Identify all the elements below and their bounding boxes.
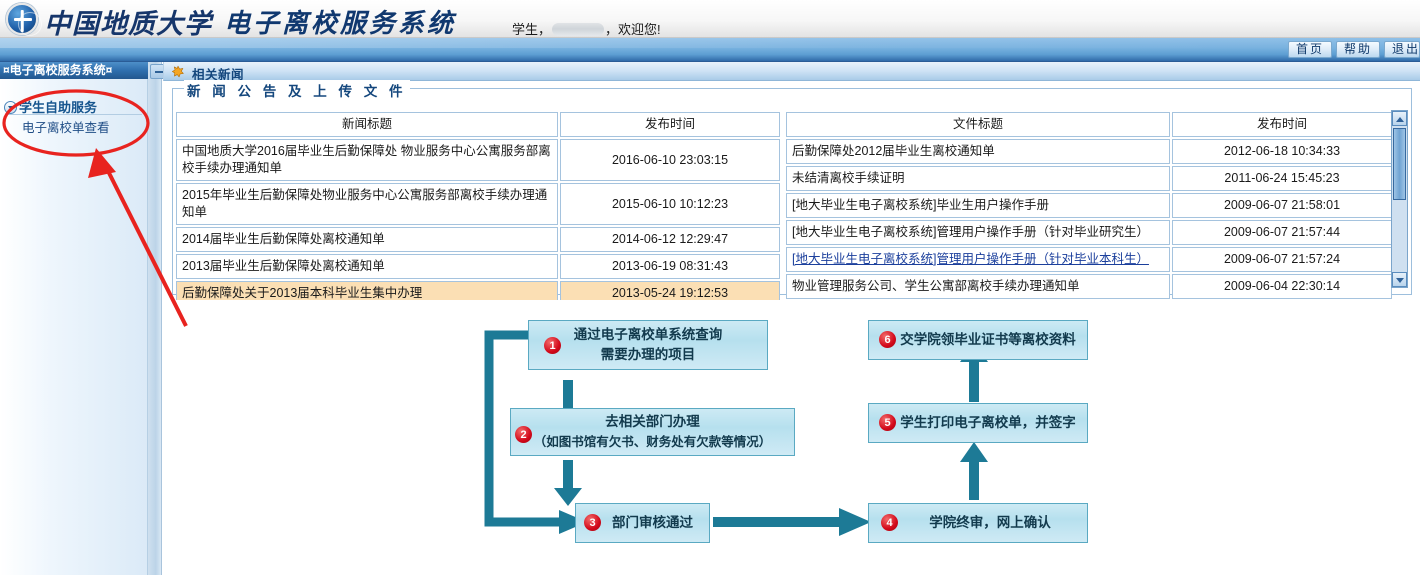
row-title-cell[interactable]: 2014届毕业生后勤保障处离校通知单 xyxy=(176,227,558,252)
app-banner: 中国地质大学 电子离校服务系统 学生， ，欢迎您! xyxy=(0,0,1420,39)
nav-button-group: 首页 帮助 退出 xyxy=(1287,41,1420,58)
table-row[interactable]: [地大毕业生电子离校系统]管理用户操作手册（针对毕业研究生）2009-06-07… xyxy=(786,220,1392,245)
row-title-cell[interactable]: 后勤保障处2012届毕业生离校通知单 xyxy=(786,139,1170,164)
files-scrollbar[interactable] xyxy=(1391,110,1408,288)
row-time-cell: 2016-06-10 23:03:15 xyxy=(560,139,780,181)
chevron-down-circle-icon xyxy=(4,101,17,114)
row-time-cell: 2013-06-19 08:31:43 xyxy=(560,254,780,279)
sidebar-title: ¤电子离校服务系统¤ xyxy=(0,62,148,79)
row-time-cell: 2012-06-18 10:34:33 xyxy=(1172,139,1392,164)
scroll-up-arrow-icon[interactable] xyxy=(1392,111,1407,126)
row-time-cell: 2009-06-07 21:57:44 xyxy=(1172,220,1392,245)
user-greeting: 学生， ，欢迎您! xyxy=(512,19,661,38)
sidebar-group-label: 学生自助服务 xyxy=(19,100,98,115)
fieldset-legend: 新 闻 公 告 及 上 传 文 件 xyxy=(184,80,410,100)
row-time-cell: 2009-06-07 21:57:24 xyxy=(1172,247,1392,272)
flow-step-1: 通过电子离校单系统查询 需要办理的项目 xyxy=(528,320,768,370)
row-title-cell[interactable]: 2013届毕业生后勤保障处离校通知单 xyxy=(176,254,558,279)
flow-step-6-badge: 6 xyxy=(879,331,896,348)
flow-step-5: 学生打印电子离校单，并签字 xyxy=(868,403,1088,443)
row-time-cell: 2014-06-12 12:29:47 xyxy=(560,227,780,252)
column-header-file-title: 文件标题 xyxy=(786,112,1170,137)
row-time-cell: 2011-06-24 15:45:23 xyxy=(1172,166,1392,191)
flow-step-2-badge: 2 xyxy=(515,426,532,443)
flow-step-4: 学院终审，网上确认 xyxy=(868,503,1088,543)
flow-step-6-label: 交学院领毕业证书等离校资料 xyxy=(900,332,1076,347)
panel-title: 相关新闻 xyxy=(192,68,245,82)
system-name: 电子离校服务系统 xyxy=(224,9,457,38)
help-button[interactable]: 帮助 xyxy=(1335,41,1380,58)
sidebar-item-leave-form[interactable]: 电子离校单查看 xyxy=(22,121,110,135)
row-title-cell[interactable]: 2015年毕业生后勤保障处物业服务中心公寓服务部离校手续办理通知单 xyxy=(176,183,558,225)
row-time-cell: 2009-06-04 22:30:14 xyxy=(1172,274,1392,299)
flow-step-5-badge: 5 xyxy=(879,414,896,431)
flow-step-5-label: 学生打印电子离校单，并签字 xyxy=(900,415,1076,430)
crest-ring xyxy=(18,12,42,36)
flow-step-1-badge: 1 xyxy=(544,337,561,354)
flow-step-6: 交学院领毕业证书等离校资料 xyxy=(868,320,1088,360)
row-title-cell[interactable]: 未结清离校手续证明 xyxy=(786,166,1170,191)
news-announcement-table: 新闻标题 发布时间 中国地质大学2016届毕业生后勤保障处 物业服务中心公寓服务… xyxy=(174,110,780,308)
scrollbar-thumb[interactable] xyxy=(1393,128,1406,200)
row-title-cell[interactable]: [地大毕业生电子离校系统]管理用户操作手册（针对毕业本科生） xyxy=(786,247,1170,272)
sidebar-divider xyxy=(6,114,142,115)
scroll-down-arrow-icon[interactable] xyxy=(1392,272,1407,287)
flow-step-2-line1: 去相关部门办理 xyxy=(605,414,700,429)
flow-step-4-label: 学院终审，网上确认 xyxy=(929,515,1051,530)
home-button[interactable]: 首页 xyxy=(1287,41,1332,58)
fieldset-border-left xyxy=(172,88,184,89)
fieldset-border-right xyxy=(356,88,1412,89)
table-header-row: 文件标题 发布时间 xyxy=(786,112,1392,137)
greeting-prefix: 学生， xyxy=(512,22,552,37)
column-header-publish-time: 发布时间 xyxy=(560,112,780,137)
top-navigation-band: 首页 帮助 退出 xyxy=(0,38,1420,62)
row-title-cell[interactable]: 物业管理服务公司、学生公寓部离校手续办理通知单 xyxy=(786,274,1170,299)
flow-step-3-label: 部门审核通过 xyxy=(612,515,693,530)
table-row[interactable]: 中国地质大学2016届毕业生后勤保障处 物业服务中心公寓服务部离校手续办理通知单… xyxy=(176,139,780,181)
logout-button[interactable]: 退出 xyxy=(1384,41,1420,58)
row-time-cell: 2015-06-10 10:12:23 xyxy=(560,183,780,225)
flow-step-3-badge: 3 xyxy=(584,514,601,531)
column-header-news-title: 新闻标题 xyxy=(176,112,558,137)
flow-step-1-line2: 需要办理的项目 xyxy=(600,347,696,362)
column-header-publish-time: 发布时间 xyxy=(1172,112,1392,137)
sidebar-splitter[interactable] xyxy=(148,62,162,575)
row-title-cell[interactable]: 中国地质大学2016届毕业生后勤保障处 物业服务中心公寓服务部离校手续办理通知单 xyxy=(176,139,558,181)
flow-step-2: 去相关部门办理 （如图书馆有欠书、财务处有欠款等情况） xyxy=(510,408,795,456)
row-time-cell: 2009-06-07 21:58:01 xyxy=(1172,193,1392,218)
flow-step-2-line2: （如图书馆有欠书、财务处有欠款等情况） xyxy=(533,435,772,449)
star-burst-icon xyxy=(171,65,184,78)
flow-step-4-badge: 4 xyxy=(881,514,898,531)
row-title-cell[interactable]: [地大毕业生电子离校系统]管理用户操作手册（针对毕业研究生） xyxy=(786,220,1170,245)
flow-step-1-line1: 通过电子离校单系统查询 xyxy=(573,327,723,342)
sidebar xyxy=(0,62,148,575)
leave-process-flowchart: 通过电子离校单系统查询 需要办理的项目 1 去相关部门办理 （如图书馆有欠书、财… xyxy=(163,300,1420,575)
redacted-username xyxy=(552,23,605,36)
university-name: 中国地质大学 xyxy=(44,9,212,39)
table-header-row: 新闻标题 发布时间 xyxy=(176,112,780,137)
row-title-cell[interactable]: [地大毕业生电子离校系统]毕业生用户操作手册 xyxy=(786,193,1170,218)
university-crest-icon xyxy=(6,3,42,36)
table-row[interactable]: [地大毕业生电子离校系统]管理用户操作手册（针对毕业本科生）2009-06-07… xyxy=(786,247,1392,272)
greeting-suffix: ，欢迎您! xyxy=(605,22,661,37)
content-panel-header: 相关新闻 xyxy=(163,62,1420,82)
